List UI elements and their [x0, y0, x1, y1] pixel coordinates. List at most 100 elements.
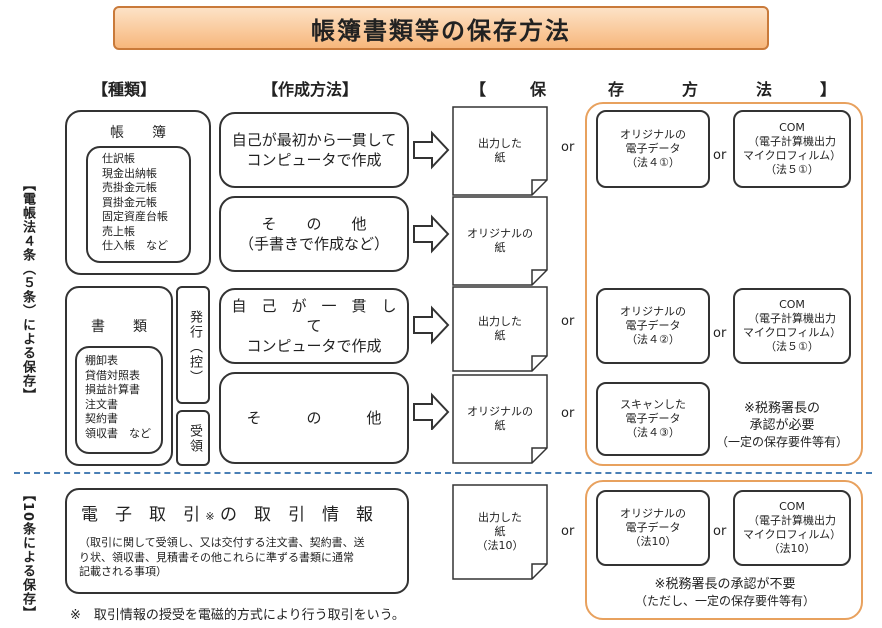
method-box-3: 自 己 が 一 貫 し てコンピュータで作成	[219, 288, 412, 364]
method-line: コンピュータで作成	[246, 151, 382, 169]
note-line: ※税務署長の承認が不要	[654, 577, 796, 592]
or-label: or	[561, 406, 575, 421]
list-item: 契約書	[85, 412, 118, 425]
documents-box: 書 類 棚卸表 貸借対照表 損益計算書 注文書 契約書 領収書 など	[65, 286, 173, 466]
list-item: 現金出納帳	[102, 166, 157, 180]
or-label: or	[713, 148, 727, 163]
storage-group-bottom	[585, 480, 863, 620]
paper-1: 出力した紙	[452, 106, 548, 196]
paper-line: 出力した	[478, 137, 522, 150]
option-line: （電子計算機出力	[748, 312, 836, 325]
option-line: （法４②）	[626, 333, 680, 346]
books-box: 帳 簿 仕訳帳 現金出納帳 売掛金元帳 買掛金元帳 固定資産台帳 売上帳 仕入帳…	[65, 110, 211, 275]
or-label: or	[713, 524, 727, 539]
ecommerce-title-main: 電 子 取 引	[81, 505, 200, 525]
ecommerce-title-sub: の 取 引 情 報	[220, 505, 374, 525]
option-line: COM	[779, 500, 805, 513]
or-label: or	[561, 140, 575, 155]
paper-line: （法10）	[476, 539, 524, 552]
paper-line: 出力した	[478, 511, 522, 524]
method-line: 自 己 が 一 貫 し て	[231, 297, 412, 335]
option-line: （法10）	[768, 542, 816, 555]
note-line: ※税務署長の	[744, 401, 820, 416]
option-line: スキャンした	[620, 398, 686, 411]
option-line: 電子データ	[625, 521, 681, 534]
option-line: オリジナルの	[620, 128, 686, 141]
option-original-data-4-2: オリジナルの電子データ（法４②）	[596, 288, 710, 364]
section-divider	[14, 472, 872, 474]
option-line: COM	[779, 298, 805, 311]
paper-4: オリジナルの紙	[452, 374, 548, 464]
arrows-column	[413, 130, 450, 430]
paper-5: 出力した紙（法10）	[452, 484, 548, 580]
received-label: 受領	[187, 424, 202, 454]
list-item: 固定資産台帳	[102, 210, 168, 223]
option-com-10: COM（電子計算機出力マイクロフィルム）（法10）	[733, 490, 851, 566]
list-item: 損益計算書	[85, 383, 140, 396]
right-arrow-icon	[413, 214, 450, 254]
or-label: or	[713, 326, 727, 341]
ecommerce-description: （取引に関して受領し、又は交付する注文書、契約書、送 り状、領収書、見積書その他…	[79, 536, 365, 580]
method-box-4: そ の 他	[219, 372, 409, 464]
option-line: オリジナルの	[620, 507, 686, 520]
option-line: （法５①）	[765, 340, 819, 353]
option-line: マイクロフィルム）	[742, 149, 842, 162]
description-line: り状、領収書、見積書その他これらに準ずる書類に通常	[79, 550, 354, 564]
method-line: 自己が最初から一貫して	[231, 131, 397, 149]
footnote: ※ 取引情報の授受を電磁的方式により行う取引をいう。	[70, 608, 405, 623]
storage-group-top	[585, 102, 863, 466]
option-com-5-1-mid: COM（電子計算機出力マイクロフィルム）（法５①）	[733, 288, 851, 364]
received-box: 受領	[176, 410, 210, 466]
paper-line: 紙	[494, 151, 506, 164]
issued-label: 発行（控）	[187, 310, 202, 385]
paper-3: 出力した紙	[452, 286, 548, 372]
method-box-1: 自己が最初から一貫してコンピュータで作成	[219, 112, 409, 188]
note-line: （一定の保存要件等有）	[715, 435, 848, 449]
option-line: マイクロフィルム）	[742, 326, 842, 339]
or-label: or	[561, 524, 575, 539]
method-line: そ の 他	[246, 409, 382, 427]
paper-line: 紙	[494, 241, 506, 254]
description-line: （取引に関して受領し、又は交付する注文書、契約書、送	[79, 536, 365, 549]
note-approval-required: ※税務署長の 承認が必要 （一定の保存要件等有）	[712, 400, 852, 451]
paper-line: 出力した	[478, 315, 522, 328]
option-line: （法４③）	[626, 426, 680, 439]
option-line: （法10）	[629, 535, 677, 548]
option-line: マイクロフィルム）	[742, 528, 842, 541]
paper-line: 紙	[494, 329, 506, 342]
list-item: 貸借対照表	[85, 368, 140, 382]
header-storage-char1: 保	[530, 80, 547, 99]
right-arrow-icon	[413, 130, 450, 170]
list-item: 買掛金元帳	[102, 195, 157, 209]
option-scanned-data-4-3: スキャンした電子データ（法４③）	[596, 382, 710, 456]
documents-list: 棚卸表 貸借対照表 損益計算書 注文書 契約書 領収書 など	[75, 346, 163, 454]
option-line: （電子計算機出力	[748, 135, 836, 148]
method-line: そ の 他	[261, 215, 367, 233]
paper-line: オリジナルの	[467, 405, 533, 418]
list-item: 領収書 など	[85, 426, 151, 440]
option-line: オリジナルの	[620, 305, 686, 318]
paper-line: 紙	[494, 525, 506, 538]
ecommerce-mark: ※	[205, 510, 215, 523]
option-line: COM	[779, 121, 805, 134]
paper-line: 紙	[494, 419, 506, 432]
method-box-2: そ の 他（手書きで作成など）	[219, 196, 409, 272]
ecommerce-title: 電 子 取 引 ※ の 取 引 情 報	[81, 500, 373, 525]
option-line: （法４①）	[626, 156, 680, 169]
description-line: 記載される事項）	[79, 565, 167, 578]
documents-title: 書 類	[91, 319, 147, 335]
note-line: （ただし、一定の保存要件等有）	[634, 594, 815, 608]
note-approval-not-required: ※税務署長の承認が不要 （ただし、一定の保存要件等有）	[600, 576, 850, 610]
page-title: 帳簿書類等の保存方法	[113, 6, 769, 50]
side-label-bottom: 【10条による保存】	[20, 488, 35, 621]
header-method: 【作成方法】	[262, 80, 359, 99]
list-item: 棚卸表	[85, 354, 118, 367]
list-item: 売上帳	[102, 224, 135, 238]
method-line: コンピュータで作成	[246, 337, 382, 355]
list-item: 仕訳帳	[102, 152, 135, 165]
books-list: 仕訳帳 現金出納帳 売掛金元帳 買掛金元帳 固定資産台帳 売上帳 仕入帳 など	[86, 146, 191, 263]
option-line: 電子データ	[625, 142, 681, 155]
list-item: 仕入帳 など	[102, 239, 168, 252]
ecommerce-box: 電 子 取 引 ※ の 取 引 情 報 （取引に関して受領し、又は交付する注文書…	[65, 488, 409, 594]
right-arrow-icon	[413, 305, 450, 345]
